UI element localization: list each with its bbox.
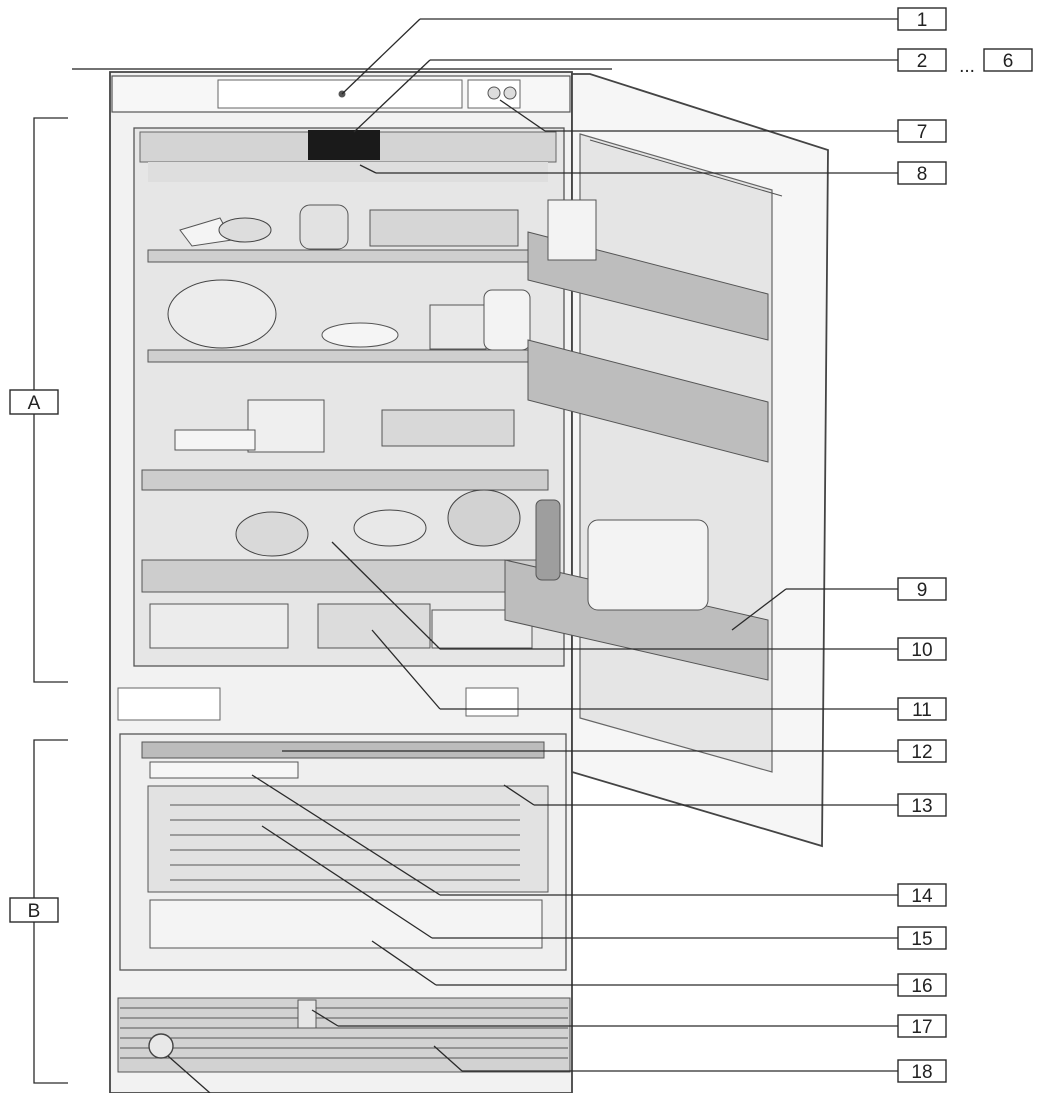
cheese-round (218, 217, 272, 243)
callout-15-text: 15 (911, 929, 932, 950)
callout-14-text: 14 (911, 886, 933, 907)
callout-14: 14 (897, 883, 947, 907)
callout-16-text: 16 (911, 976, 932, 997)
callout-15: 15 (897, 926, 947, 950)
callout-6-text: 6 (1003, 51, 1014, 72)
door-bin-2 (527, 339, 769, 463)
zone-A-text: A (28, 393, 41, 414)
jugs (587, 519, 709, 611)
egg-tray (369, 209, 519, 247)
eggplant (353, 509, 427, 547)
callout-8-text: 8 (917, 164, 928, 185)
hinge-screw-left (487, 86, 501, 100)
shelf-4 (141, 559, 549, 593)
bottle-dark (535, 499, 561, 581)
callout-12: 12 (897, 739, 947, 763)
container-stack (247, 399, 325, 453)
callout-17: 17 (897, 1014, 947, 1038)
hinge-box-mid (465, 687, 519, 717)
cake (167, 279, 277, 349)
grille-latch (297, 999, 317, 1029)
zone-label-A: A (9, 389, 59, 415)
small-box (174, 429, 256, 451)
callout-1-text: 1 (917, 10, 928, 31)
callout-18-text: 18 (911, 1062, 932, 1083)
milk-jar (483, 289, 531, 351)
zone-B-text: B (28, 901, 41, 922)
zone-label-B: B (9, 897, 59, 923)
apples (235, 511, 309, 557)
door-gasket (589, 139, 783, 197)
callout-13-text: 13 (911, 796, 932, 817)
fan-knob (148, 1033, 174, 1059)
callout-9-text: 9 (917, 580, 928, 601)
grille-lines (120, 1007, 568, 1059)
bottles (547, 199, 597, 261)
callout-7-text: 7 (917, 122, 928, 143)
shelf-2 (147, 349, 529, 363)
callout-9: 9 (897, 577, 947, 601)
drawer-front (149, 899, 543, 949)
display-panel (308, 130, 380, 160)
callout-10-text: 10 (911, 640, 932, 661)
ice-tray (149, 761, 299, 779)
callout-11-text: 11 (912, 700, 932, 721)
tray-center (317, 603, 431, 649)
callout-16: 16 (897, 973, 947, 997)
callout-10: 10 (897, 637, 947, 661)
callout-13: 13 (897, 793, 947, 817)
plate (321, 322, 399, 348)
callout-12-text: 12 (911, 742, 932, 763)
callout-2-text: 2 (917, 51, 928, 72)
tray-left (149, 603, 289, 649)
callout-11: 11 (897, 697, 947, 721)
hinge-screw-right (503, 86, 517, 100)
base-grille (117, 997, 571, 1073)
callout-range-text: ... (959, 56, 975, 77)
drawer-basket (147, 785, 549, 893)
freezer-top-bar (141, 741, 545, 759)
cabbage (447, 489, 521, 547)
callout-18: 18 (897, 1059, 947, 1083)
callout-7: 7 (897, 119, 947, 143)
shelf-1 (147, 249, 529, 263)
callout-8: 8 (897, 161, 947, 185)
cans (299, 204, 349, 250)
callout-17-text: 17 (911, 1017, 932, 1038)
shelf-3 (141, 469, 549, 491)
mid-plate (117, 687, 221, 721)
box-lid (381, 409, 515, 447)
callout-1: 1 (897, 7, 947, 31)
callout-2-6: 2 ... 6 (897, 48, 1033, 77)
jars (429, 304, 487, 350)
leader-lines (167, 18, 898, 1093)
inner-back-wall (148, 162, 548, 182)
